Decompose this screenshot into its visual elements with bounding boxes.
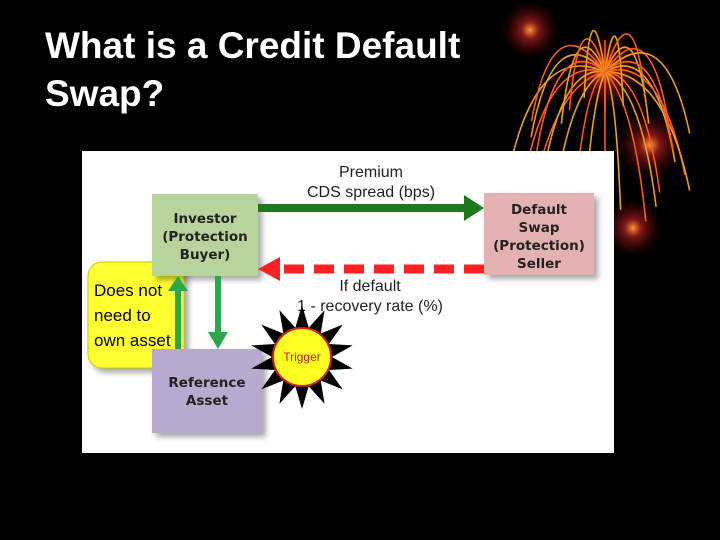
seller-label: Seller (517, 256, 561, 272)
note-line: Does not (94, 281, 162, 300)
cds-diagram: Does not need to own asset Investor (Pro… (82, 151, 614, 453)
default-label: If default (339, 278, 401, 295)
firework-streak (510, 65, 606, 163)
firework-streak (568, 38, 606, 111)
seller-label: (Protection) (493, 238, 585, 254)
firework-streak (604, 60, 675, 152)
premium-label: Premium (339, 164, 403, 181)
reference-label: Reference (168, 375, 245, 391)
firework-streak (530, 44, 606, 122)
reference-label: Asset (186, 393, 229, 409)
seller-label: Swap (519, 220, 560, 236)
firework-streak (604, 71, 661, 193)
investor-label: (Protection (162, 229, 248, 245)
note-line: need to (94, 306, 151, 325)
firework-streak (604, 35, 625, 107)
firework-streak (524, 69, 606, 175)
firework-streak (604, 71, 647, 222)
note-line: own asset (94, 331, 171, 350)
trigger-burst: Trigger (251, 305, 353, 409)
default-label: 1 - recovery rate (%) (297, 298, 443, 315)
investor-box: Investor (Protection Buyer) (152, 194, 258, 276)
title-line-1: What is a Credit Default (45, 25, 461, 66)
default-payment-arrow (258, 257, 484, 281)
firework-streak (604, 71, 622, 210)
firework-streak (604, 52, 691, 134)
firework-streak (604, 71, 691, 191)
asset-down-arrow (208, 276, 228, 349)
firework-streak (535, 60, 606, 152)
investor-label: Investor (173, 211, 236, 227)
seller-label: Default (511, 202, 568, 218)
firework-streak (604, 71, 657, 207)
asset-up-arrow (168, 276, 188, 349)
investor-label: Buyer) (180, 247, 231, 263)
firework-streak (604, 33, 647, 103)
firework-streak (604, 46, 650, 124)
firework-streak (583, 29, 606, 98)
title-line-2: Swap? (45, 73, 165, 114)
premium-arrow (258, 195, 484, 221)
premium-label: CDS spread (bps) (307, 184, 435, 201)
firework-streak (530, 53, 606, 138)
seller-box: Default Swap (Protection) Seller (484, 193, 594, 275)
note-box: Does not need to own asset (87, 261, 185, 369)
fireworks-decoration (500, 0, 691, 258)
trigger-label: Trigger (283, 350, 321, 364)
reference-asset-box: Reference Asset (152, 349, 262, 433)
